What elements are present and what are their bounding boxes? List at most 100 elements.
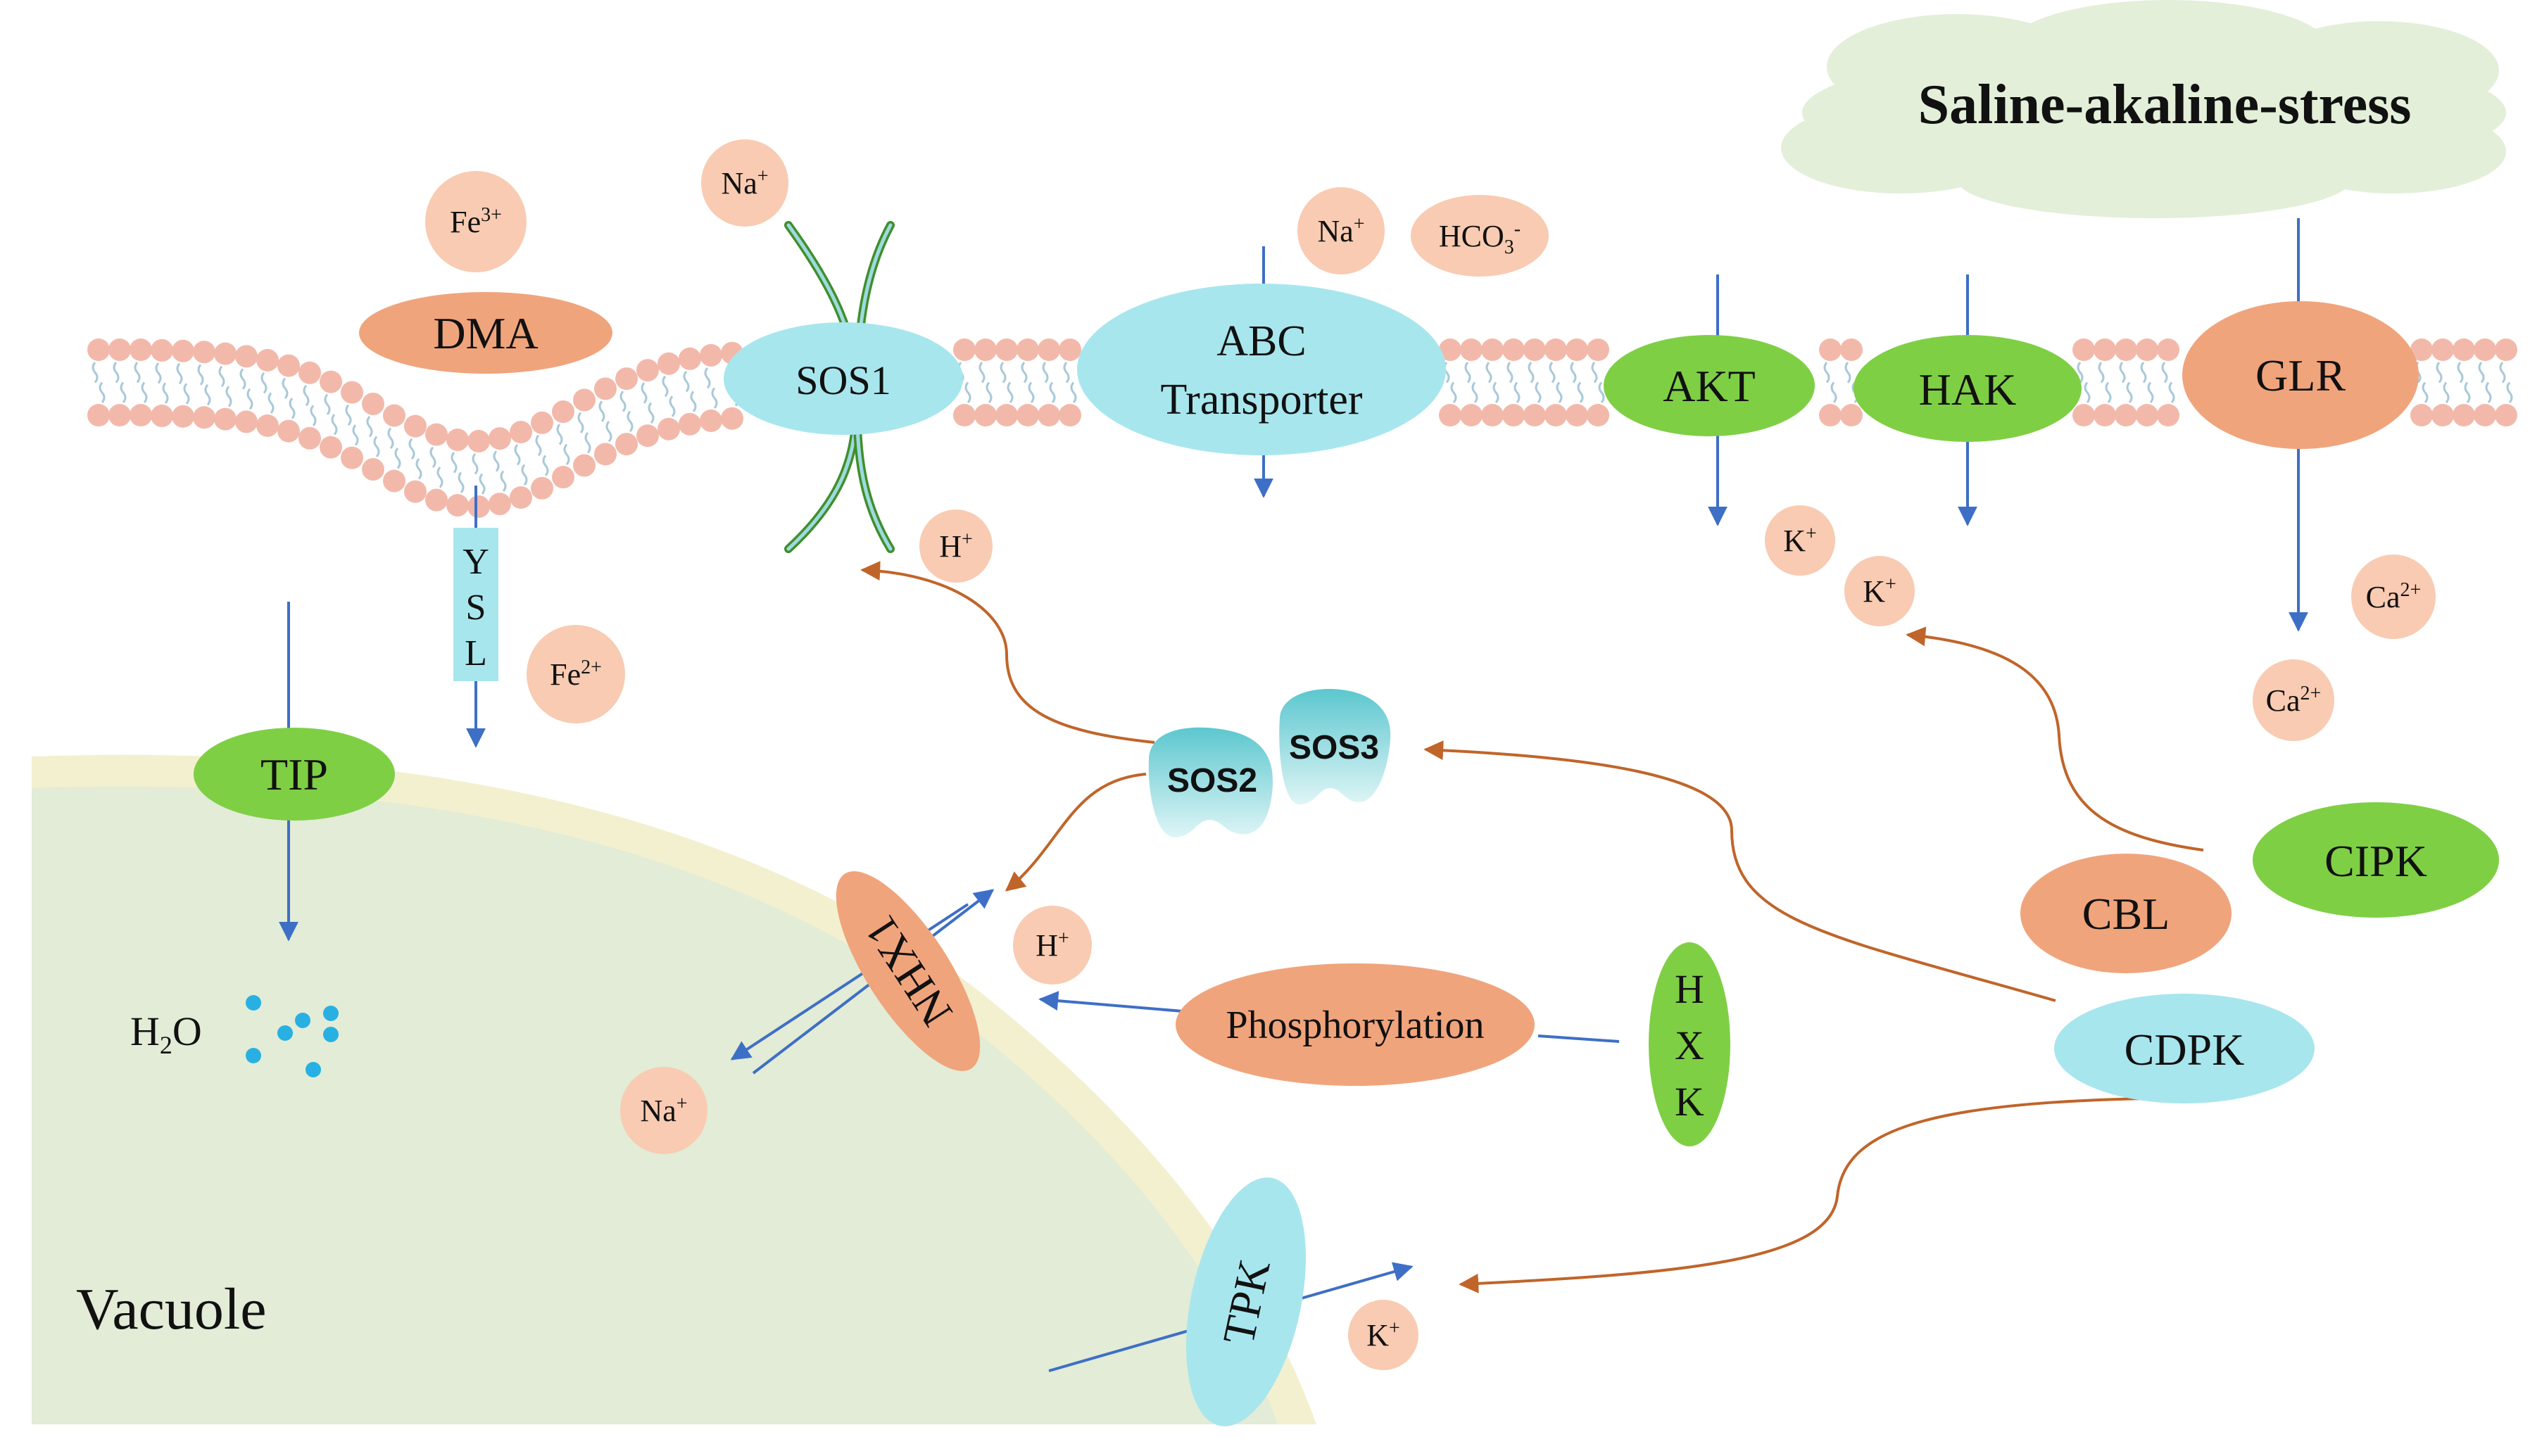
lipid-head-inner <box>552 466 574 489</box>
lipid-head-inner <box>108 404 131 426</box>
lipid-head-inner <box>2431 404 2454 426</box>
lipid-head-outer <box>446 428 469 451</box>
lipid-head-outer <box>256 348 279 372</box>
ion-bubble <box>919 509 993 583</box>
lipid-head-inner <box>1587 404 1609 426</box>
lipid-tail <box>324 393 338 436</box>
lipid-tail <box>2140 362 2154 403</box>
cdpk-to-sos3-arrow <box>1423 740 2056 1002</box>
lipid-tail <box>2098 362 2112 403</box>
lipid-tail <box>2161 362 2175 403</box>
sos3-protein: SOS3 <box>1279 689 1391 805</box>
phosphorylation-label: Phosphorylation <box>1226 1004 1484 1047</box>
lipid-tail <box>451 452 465 493</box>
ion-bubble <box>1844 556 1915 626</box>
tip-label: TIP <box>260 749 328 799</box>
sos2-to-nhx-arrow <box>1005 773 1147 892</box>
lipid-head-inner <box>995 404 1018 426</box>
ion-charge: + <box>1389 1317 1400 1339</box>
lipid-head-inner <box>1059 404 1081 426</box>
ion-symbol: H <box>939 529 962 564</box>
cdpk-to-tpk-arrow <box>1459 1096 2218 1293</box>
ion-k1: K+ <box>1765 505 1835 576</box>
lipid-head-outer <box>2136 338 2158 361</box>
lipid-head-inner <box>615 433 638 456</box>
stress-cloud <box>1781 0 2506 218</box>
lipid-head-inner <box>636 424 659 448</box>
lipid-tail <box>662 375 676 417</box>
lipid-head-inner <box>2474 404 2496 426</box>
lipid-head-outer <box>531 411 553 434</box>
lipid-head-outer <box>193 341 215 364</box>
ion-symbol: Na <box>640 1094 676 1128</box>
lipid-head-inner <box>1566 404 1588 426</box>
sos1-label: SOS1 <box>795 357 890 403</box>
lipid-head-inner <box>341 446 363 469</box>
lipid-head-outer <box>1038 338 1060 361</box>
lipid-head-outer <box>489 427 511 450</box>
lipid-tail <box>197 364 211 406</box>
lipid-head-inner <box>362 457 384 481</box>
lipid-tail <box>1570 362 1584 403</box>
lipid-head-inner <box>87 404 110 426</box>
lipid-tail <box>1042 362 1056 403</box>
akt-label: AKT <box>1663 361 1756 411</box>
lipid-head-outer <box>2495 338 2517 361</box>
ion-label: Fe3+ <box>450 204 502 239</box>
lipid-head-inner <box>657 417 680 441</box>
lipid-head-outer <box>1059 338 1081 361</box>
water-drops <box>246 995 339 1077</box>
ion-label: Na+ <box>1317 213 1364 248</box>
lipid-head-outer <box>2115 338 2137 361</box>
lipid-head-inner <box>130 404 152 426</box>
lipid-head-outer <box>2431 338 2454 361</box>
lipid-tail <box>1528 362 1542 403</box>
ion-bubble <box>527 625 625 723</box>
ion-bubble <box>2351 555 2436 639</box>
lipid-head-outer <box>87 338 110 361</box>
lipid-tail <box>641 382 655 424</box>
lipid-tail <box>2457 362 2471 403</box>
lipid-head-outer <box>2094 338 2116 361</box>
cbl-protein: CBL <box>2020 854 2232 973</box>
lipid-tail <box>2077 362 2091 403</box>
lipid-head-outer <box>1587 338 1609 361</box>
ion-symbol: K <box>1783 524 1806 558</box>
sos3-label: SOS3 <box>1289 729 1379 766</box>
lipid-tail <box>683 370 697 412</box>
ion-label: H+ <box>1036 928 1069 963</box>
lipid-head-outer <box>1481 338 1504 361</box>
lipid-head-outer <box>1819 338 1842 361</box>
ion-subscript: 3 <box>1504 236 1514 258</box>
lipid-head-outer <box>1439 338 1461 361</box>
ion-charge: + <box>1354 213 1365 235</box>
lipid-tail <box>303 384 317 426</box>
lipid-head-outer <box>1544 338 1567 361</box>
lipid-head-outer <box>573 388 596 412</box>
ion-label: Fe2+ <box>550 657 602 692</box>
water-label: H2O <box>130 1008 202 1059</box>
lipid-head-inner <box>1502 404 1525 426</box>
ion-bubble <box>2253 659 2334 741</box>
ion-k2: K+ <box>1844 556 1915 626</box>
abc-transporter: ABC Transporter <box>1077 284 1446 455</box>
lipid-head-inner <box>1481 404 1504 426</box>
lipid-head-inner <box>700 409 722 432</box>
cipk-to-k-arrow <box>1906 626 2204 852</box>
dma-protein: DMA <box>359 292 612 374</box>
lipid-tail <box>92 362 106 403</box>
lipid-tail <box>239 368 253 410</box>
lipid-head-inner <box>510 486 532 509</box>
lipid-tail <box>1000 362 1014 403</box>
lipid-tail <box>366 416 380 457</box>
lipid-head-inner <box>2115 404 2137 426</box>
tip-protein: TIP <box>194 728 395 821</box>
ysl-letter-1: Y <box>462 542 489 582</box>
ion-charge: 2+ <box>581 657 602 678</box>
lipid-tail <box>176 362 190 405</box>
ion-label: HCO3- <box>1439 218 1521 258</box>
stress-label: Saline-akaline-stress <box>1918 74 2412 136</box>
lipid-head-outer <box>636 359 659 382</box>
lipid-head-outer <box>383 404 405 427</box>
